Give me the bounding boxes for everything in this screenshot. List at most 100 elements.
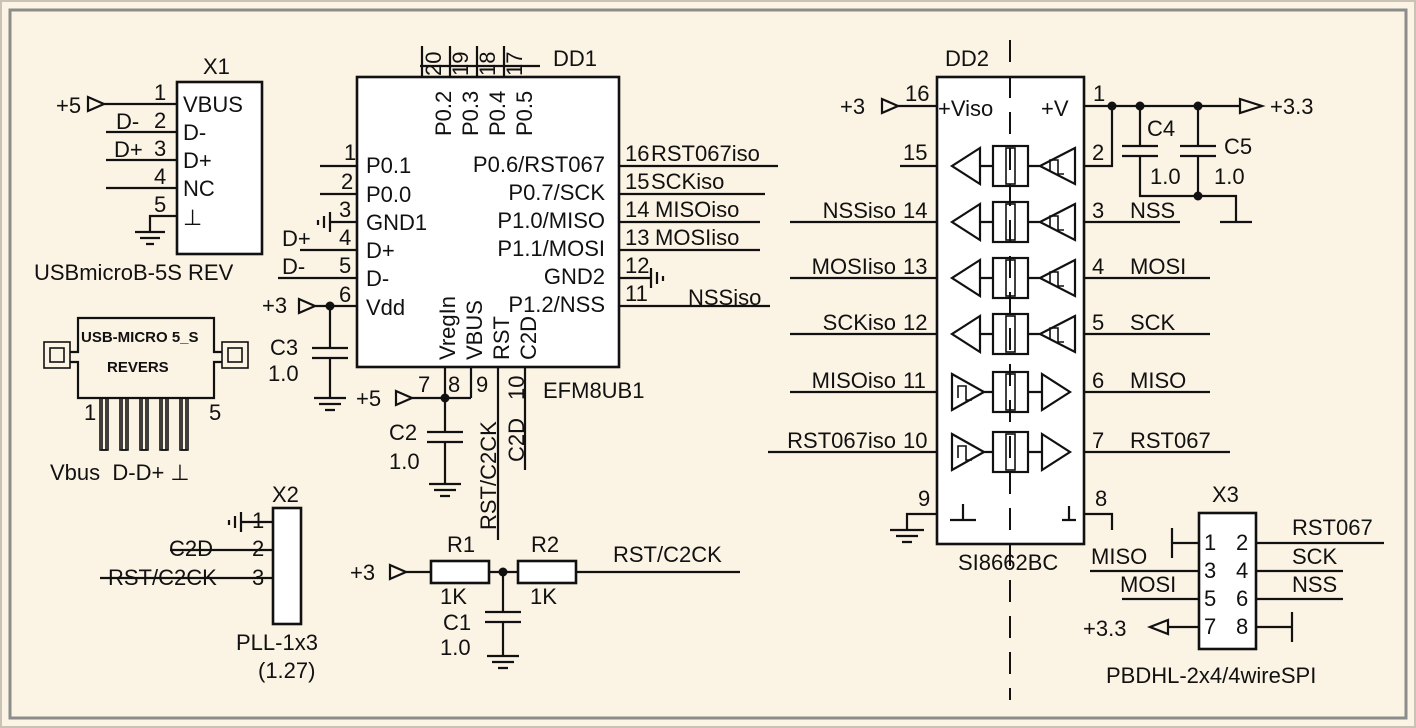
dd2-right-net: MISO — [1130, 368, 1186, 393]
dd1-bottom-net-c2d: C2D — [504, 418, 529, 462]
dd1-bottom-net-rst: RST/C2CK — [476, 421, 501, 530]
r1-ref: R1 — [447, 532, 475, 557]
rc-supply-arrow — [388, 563, 409, 581]
x2-pin-num: 1 — [252, 508, 264, 533]
dd1-body — [355, 75, 621, 369]
c3-symbol — [312, 306, 348, 412]
x1-pin-num: 2 — [154, 108, 166, 133]
dd1-right-pin-label: P1.0/MISO — [497, 208, 605, 233]
dd2-left-supply-arrow — [880, 97, 901, 115]
dd1-right-pin-num: 15 — [625, 169, 649, 194]
dd1-right-net: MOSIiso — [655, 225, 739, 250]
x3-net: RST067 — [1292, 515, 1373, 540]
x3-net: +3.3 — [1083, 616, 1126, 641]
x1-supply-arrow — [86, 95, 107, 113]
dd1-bottom-pin-num: 7 — [418, 372, 430, 397]
c5-value: 1.0 — [1214, 164, 1245, 189]
dd2-channel-wires — [768, 106, 1230, 454]
dd1-top-pin-num: 19 — [448, 52, 473, 76]
dd1-left-pin-label: D+ — [366, 238, 395, 263]
x1-net-dplus: D+ — [114, 137, 143, 162]
dd1-left-pin-num: 3 — [339, 197, 351, 222]
r1-value: 1K — [440, 584, 467, 609]
dd1-right-pin-num: 16 — [625, 141, 649, 166]
c4-ref: C4 — [1147, 116, 1175, 141]
dd2-right-net: SCK — [1130, 310, 1176, 335]
inner-frame — [8, 8, 1408, 720]
x1-pin-num: 4 — [154, 164, 166, 189]
dd1-vdd-arrow — [297, 297, 318, 315]
dd1-left-pin-label: P0.1 — [366, 153, 411, 178]
dd2-left-net: RST067iso — [787, 428, 896, 453]
x1-pins — [104, 102, 177, 246]
dd1-left-pin-num: 5 — [339, 253, 351, 278]
dd2-left-net: SCKiso — [823, 310, 896, 335]
x3-pin-num: 1 — [1204, 530, 1216, 555]
x2-connector: X2 1 2 3 C2D RST/C2CK PLL-1x3 (1.27) — [100, 482, 318, 683]
dd2-pin-num: 1 — [1093, 81, 1105, 106]
dd1-top-pins — [420, 46, 540, 77]
dd1-bottom-pin-num: 9 — [476, 372, 488, 397]
dd1-bottom-pin-label: C2D — [516, 316, 541, 360]
dd2-pin-label: +Viso — [938, 96, 993, 121]
dd1-right-net: MISOiso — [655, 197, 739, 222]
dd1-right-pin-label: P1.1/MOSI — [497, 236, 605, 261]
c2-symbol — [427, 398, 463, 498]
dd1-top-pin-label: P0.4 — [485, 91, 510, 136]
dd2-right-pin-num: 3 — [1092, 198, 1104, 223]
r1-body — [429, 559, 491, 585]
x1-name: USBmicroB-5S REV — [34, 260, 234, 285]
x2-pin-num: 3 — [252, 565, 264, 590]
dd1-top-pin-label: P0.5 — [512, 91, 537, 136]
dd2-right-pin-num: 5 — [1092, 310, 1104, 335]
dd1-top-pin-num: 17 — [502, 52, 527, 76]
c1-value: 1.0 — [440, 635, 471, 660]
x3-supply-arrow — [1146, 618, 1170, 636]
dd1-left-pin-num: 2 — [341, 169, 353, 194]
dd1-right-pin-num: 12 — [625, 253, 649, 278]
connector-pins — [99, 397, 189, 451]
mount-tab-right — [221, 341, 249, 369]
dd1-bottom-supply: +5 — [356, 386, 381, 411]
dd1-right-pin-label: P0.6/RST067 — [473, 152, 605, 177]
c3-capacitor: C3 1.0 — [268, 301, 348, 412]
x1-pin-label: ⊥ — [183, 205, 202, 230]
x2-body — [271, 506, 303, 626]
dd2-left-supply: +3 — [840, 94, 865, 119]
c3-value: 1.0 — [268, 361, 299, 386]
x3-name: PBDHL-2x4/4wireSPI — [1106, 663, 1316, 688]
dd2-isolator: DD2 +3 +3.3 16 1 +Viso +V 15 14 13 12 11… — [768, 40, 1313, 700]
dd1-right-net: RST067iso — [651, 141, 760, 166]
x3-connector: X3 1 3 5 7 2 4 6 8 MISO MOSI +3.3 RST067… — [1083, 482, 1384, 688]
dd2-ref: DD2 — [945, 46, 989, 71]
dd2-right-net: RST067 — [1130, 428, 1211, 453]
x3-net: NSS — [1292, 572, 1337, 597]
dd1-top-pin-num: 20 — [421, 52, 446, 76]
dd1-bottom-pin-label: VBUS — [462, 300, 487, 360]
dd2-right-supply: +3.3 — [1270, 94, 1313, 119]
x3-body — [1197, 511, 1258, 651]
x3-net: MOSI — [1120, 572, 1176, 597]
x1-connector: X1 +5 1 2 3 4 5 VBUS D- D+ NC ⊥ D- D+ US… — [34, 54, 264, 285]
dd2-left-net: NSSiso — [823, 198, 896, 223]
c4-c5-symbols — [1122, 106, 1252, 224]
dd1-left-pin-label: Vdd — [366, 295, 405, 320]
dd1-mcu: DD1 20 19 18 17 P0.2 P0.3 P0.4 P0.5 1 2 … — [262, 46, 778, 540]
c1-ref: C1 — [443, 610, 471, 635]
x1-pin-label: D- — [183, 120, 206, 145]
x1-pin-label: D+ — [183, 148, 212, 173]
dd2-left-pin-num: 15 — [903, 140, 927, 165]
dd1-left-pin-label: GND1 — [366, 210, 427, 235]
x2-ref: X2 — [272, 482, 299, 507]
dd1-net-dminus: D- — [282, 254, 305, 279]
c3-ref: C3 — [270, 335, 298, 360]
x1-pin-label: NC — [183, 176, 215, 201]
dd2-right-pin-num: 4 — [1092, 254, 1104, 279]
x2-net: C2D — [169, 536, 213, 561]
dd1-ref: DD1 — [553, 46, 597, 71]
connector-pin-last: 5 — [209, 400, 221, 425]
x1-ref: X1 — [203, 54, 230, 79]
rc-supply-label: +3 — [350, 560, 375, 585]
